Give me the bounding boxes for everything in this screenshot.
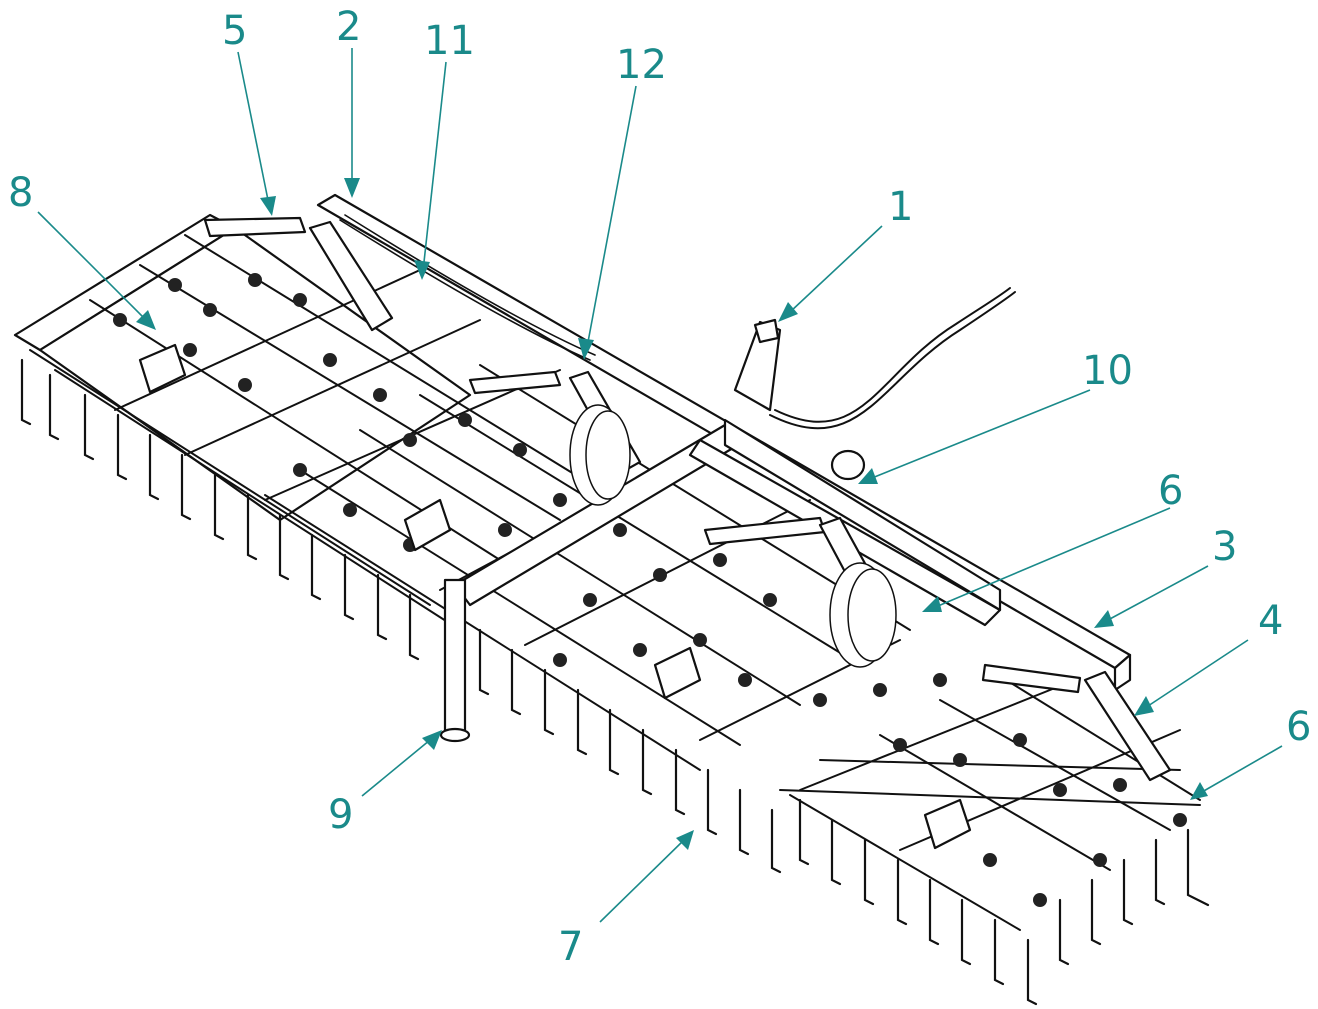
callout-1: 1: [778, 184, 913, 322]
callout-2: 2: [336, 4, 361, 198]
svg-text:8: 8: [8, 170, 33, 216]
svg-text:2: 2: [336, 4, 361, 50]
svg-text:6: 6: [1158, 468, 1183, 514]
callout-6-right: 6: [1190, 704, 1311, 800]
spring-tine-harrow-drawing: [13, 193, 1210, 1006]
svg-text:4: 4: [1258, 598, 1283, 644]
tine-springs: [113, 273, 1187, 907]
tine-adjusters: [138, 343, 972, 850]
svg-text:11: 11: [424, 18, 475, 64]
svg-text:9: 9: [328, 792, 353, 838]
callout-9: 9: [328, 730, 442, 838]
callout-8: 8: [8, 170, 156, 330]
svg-text:5: 5: [222, 8, 247, 54]
callout-4: 4: [1134, 598, 1283, 716]
svg-text:1: 1: [888, 184, 913, 230]
callout-7: 7: [558, 830, 694, 970]
svg-text:3: 3: [1212, 524, 1237, 570]
callout-10: 10: [858, 348, 1133, 484]
callout-3: 3: [1094, 524, 1237, 628]
callout-11: 11: [414, 18, 475, 280]
callout-5: 5: [222, 8, 276, 216]
svg-text:10: 10: [1082, 348, 1133, 394]
harrow-tines: [20, 358, 1210, 1006]
callout-12: 12: [578, 42, 667, 360]
callout-6-upper: 6: [922, 468, 1183, 612]
transport-wheels: [569, 404, 897, 668]
svg-text:6: 6: [1286, 704, 1311, 750]
svg-text:7: 7: [558, 924, 583, 970]
callout-layer: 1 2 3 4 5 6 6: [8, 4, 1311, 970]
right-harrow-section: [779, 669, 1201, 931]
main-frame: [203, 193, 1172, 782]
svg-text:12: 12: [616, 42, 667, 88]
